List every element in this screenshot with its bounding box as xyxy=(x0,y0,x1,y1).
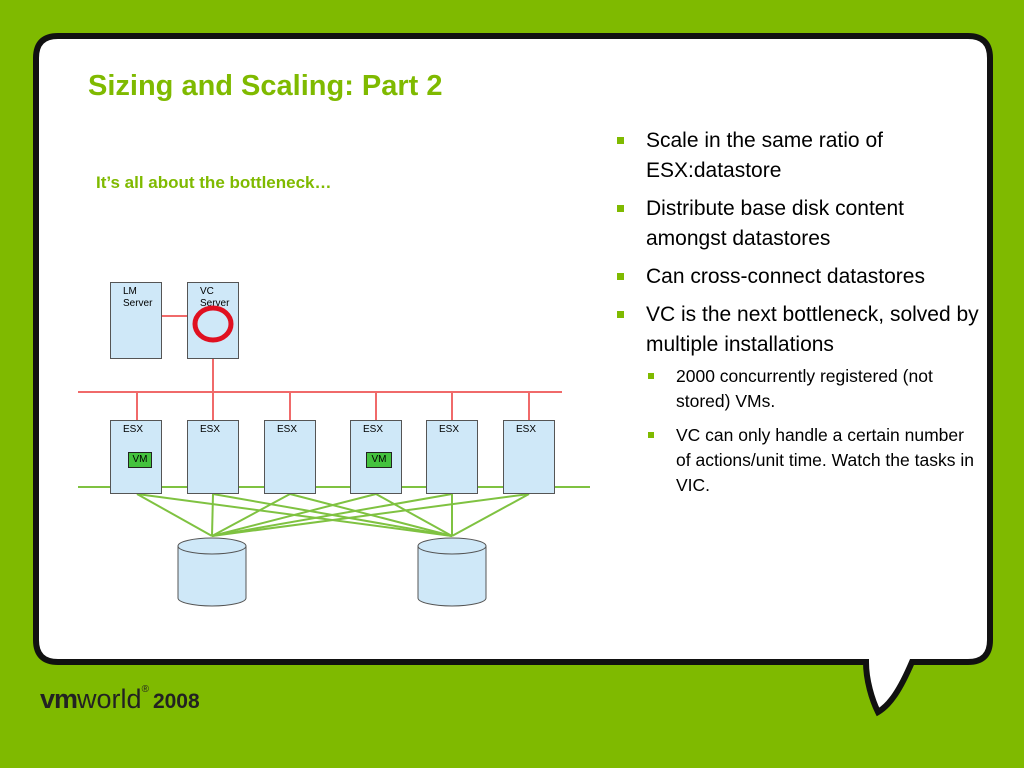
lm-server-label-2: Server xyxy=(123,298,153,309)
esx-host-4-label: ESX xyxy=(363,424,384,435)
slide-subtitle: It’s all about the bottleneck… xyxy=(96,173,332,192)
logo-year: 2008 xyxy=(152,690,200,713)
esx-host-6: ESX xyxy=(503,420,555,494)
bottleneck-ring xyxy=(192,305,234,343)
bullet-item: Distribute base disk content amongst dat… xyxy=(614,194,979,254)
datastore-2 xyxy=(417,537,487,607)
esx-host-1-label: ESX xyxy=(123,424,144,435)
esx-host-2-label: ESX xyxy=(200,424,221,435)
logo-registered-mark: ® xyxy=(141,684,149,695)
esx-host-5-label: ESX xyxy=(439,424,460,435)
esx-host-3-label: ESX xyxy=(277,424,298,435)
slide-title: Sizing and Scaling: Part 2 xyxy=(88,70,443,102)
logo-world: world xyxy=(77,684,142,714)
bullet-item: Can cross-connect datastores xyxy=(614,262,979,292)
cross-connect-links xyxy=(136,493,530,537)
lm-server: LM Server xyxy=(110,282,162,359)
bullet-item: Scale in the same ratio of ESX:datastore xyxy=(614,126,979,186)
logo-vm: vm xyxy=(40,684,78,714)
vm-2: VM xyxy=(366,452,392,468)
esx-host-3: ESX xyxy=(264,420,316,494)
vm-1: VM xyxy=(128,452,152,468)
esx-host-6-label: ESX xyxy=(516,424,537,435)
datastore-1 xyxy=(177,537,247,607)
vc-server-label-2: Server xyxy=(200,298,230,309)
vc-server-label-1: VC xyxy=(200,286,214,297)
vmworld-logo: vmworld®2008 xyxy=(40,684,200,715)
sub-bullet-item: VC can only handle a certain number of a… xyxy=(614,423,979,498)
bullet-list: Scale in the same ratio of ESX:datastore… xyxy=(614,126,979,507)
bullet-item: VC is the next bottleneck, solved by mul… xyxy=(614,300,979,360)
esx-host-2: ESX xyxy=(187,420,239,494)
lm-server-label-1: LM xyxy=(123,286,137,297)
sub-bullet-item: 2000 concurrently registered (not stored… xyxy=(614,364,979,414)
esx-host-5: ESX xyxy=(426,420,478,494)
